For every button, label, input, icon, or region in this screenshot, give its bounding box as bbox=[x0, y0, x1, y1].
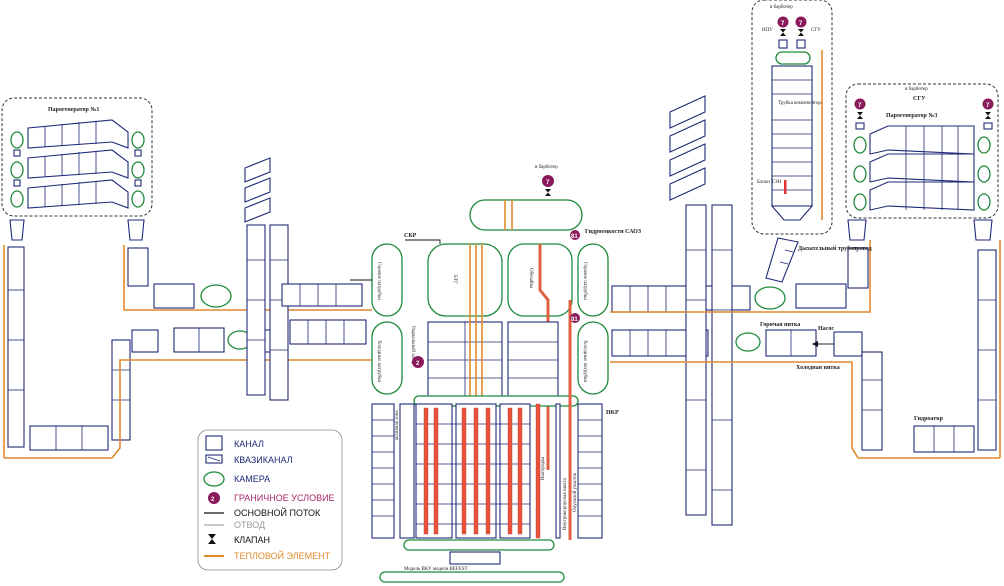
svg-text:7: 7 bbox=[799, 21, 803, 27]
legend-branch: ОТВОД bbox=[234, 520, 265, 530]
svg-text:Горячие патрубки: Горячие патрубки bbox=[582, 262, 587, 300]
pressurizer: в барботер ИПУ СГУ 7 7 Трубка компенсато… bbox=[751, 0, 872, 283]
svg-text:БТГ: БТГ bbox=[452, 275, 457, 284]
svg-text:Горячие патрубки: Горячие патрубки bbox=[376, 262, 381, 300]
to-bubbler-center-label: в барботер bbox=[535, 165, 558, 170]
boundary-sg3-left-icon bbox=[854, 98, 866, 110]
svg-text:в барботер: в барботер bbox=[770, 5, 793, 10]
svg-text:7: 7 bbox=[781, 21, 785, 27]
legend: КАНАЛ КВАЗИКАНАЛ КАМЕРА 2 ГРАНИЧНОЕ УСЛО… bbox=[197, 429, 343, 571]
svg-text:2: 2 bbox=[416, 361, 420, 367]
svg-text:Обечайка: Обечайка bbox=[528, 268, 533, 289]
steam-generator-1: Парогенератор №1 bbox=[1, 97, 153, 217]
svg-text:Внутрикорпусная шахта: Внутрикорпусная шахта bbox=[563, 477, 568, 530]
cold-nozzles-left-chamber bbox=[371, 321, 403, 395]
svg-text:Блоки ТЭН: Блоки ТЭН bbox=[757, 180, 782, 185]
channel-icon bbox=[205, 435, 223, 451]
chamber-icon bbox=[203, 471, 225, 487]
boundary-ipu-icon bbox=[777, 16, 789, 28]
svg-text:Гидроаткр: Гидроаткр bbox=[914, 416, 944, 422]
svg-text:7: 7 bbox=[858, 103, 862, 109]
loop-1-vertical-pipes bbox=[244, 157, 367, 401]
valve-icon bbox=[208, 534, 216, 544]
svg-text:Горячая нитка: Горячая нитка bbox=[760, 322, 800, 328]
svg-text:Опускной участок: Опускной участок bbox=[573, 472, 578, 512]
core-fuel-assemblies bbox=[415, 403, 541, 539]
reactor-vessel: в барботер 7 Горячие патрубки Холодные п… bbox=[350, 165, 641, 583]
sg1-tube-row-3 bbox=[10, 179, 145, 209]
svg-text:Холодные патрубки: Холодные патрубки bbox=[582, 340, 587, 382]
svg-text:Трубка компенсатора: Трубка компенсатора bbox=[778, 101, 824, 106]
svg-text:в барботер: в барботер bbox=[905, 87, 928, 92]
boundary-radial-icon bbox=[412, 356, 424, 368]
legend-boundary: ГРАНИЧНОЕ УСЛОВИЕ bbox=[234, 493, 335, 503]
downcomer-right-channel bbox=[577, 403, 603, 539]
heater-element bbox=[784, 180, 787, 194]
svg-text:НКР: НКР bbox=[606, 410, 619, 416]
loop-2-piping: Горячая нитка Насос Холодная нитка Гидро… bbox=[610, 95, 1001, 526]
svg-text:81: 81 bbox=[571, 317, 578, 323]
boundary-sg3-right-icon bbox=[982, 98, 994, 110]
svg-text:7: 7 bbox=[546, 180, 550, 186]
svg-text:2: 2 bbox=[211, 497, 215, 503]
legend-main-flow: ОСНОВНОЙ ПОТОК bbox=[234, 507, 321, 518]
pressurizer-vessel bbox=[771, 65, 813, 207]
upper-head-chamber bbox=[469, 199, 583, 231]
svg-text:Насос: Насос bbox=[818, 326, 834, 332]
svg-text:Дыхательный трубопровод: Дыхательный трубопровод bbox=[798, 245, 872, 252]
boundary-icon bbox=[208, 492, 220, 504]
sg1-quasichannel bbox=[13, 149, 21, 157]
boundary-center-icon bbox=[542, 175, 554, 187]
hot-nozzles-right-chamber bbox=[577, 243, 609, 317]
sg1-tube-row-2 bbox=[10, 149, 145, 179]
svg-text:СГУ: СГУ bbox=[913, 96, 926, 102]
boundary-sgu-icon bbox=[795, 16, 807, 28]
svg-text:Гидроемкости САОЗ: Гидроемкости САОЗ bbox=[585, 229, 641, 235]
btg-chamber bbox=[427, 243, 503, 317]
legend-channel: КАНАЛ bbox=[234, 439, 264, 449]
breathing-pipe bbox=[765, 237, 799, 283]
svg-text:7: 7 bbox=[986, 103, 990, 109]
legend-heat-element: ТЕПЛОВОЙ ЭЛЕМЕНТ bbox=[234, 550, 331, 561]
svg-text:активная зона: активная зона bbox=[395, 410, 400, 440]
sg1-outlet-collector bbox=[9, 219, 25, 241]
legend-chamber: КАМЕРА bbox=[234, 474, 270, 484]
valve-sgu-icon bbox=[798, 29, 804, 36]
boundary-hydro-top-icon bbox=[570, 230, 580, 240]
svg-text:Радиальный зазор: Радиальный зазор bbox=[410, 326, 415, 365]
downcomer-left-channel bbox=[371, 403, 395, 539]
svg-text:ИПУ: ИПУ bbox=[762, 28, 773, 33]
valve-ipu-icon bbox=[780, 29, 786, 36]
svg-text:Холодные патрубки: Холодные патрубки bbox=[376, 340, 381, 382]
pressurizer-boundary bbox=[751, 0, 833, 235]
loop-1-piping bbox=[3, 219, 372, 459]
svg-text:Холодная нитка: Холодная нитка bbox=[796, 365, 840, 371]
model-title: Модель ВКУ модели BEFEST bbox=[404, 567, 468, 572]
boundary-hydro-bottom-icon bbox=[570, 313, 580, 323]
svg-text:81: 81 bbox=[571, 234, 578, 240]
svg-text:Выгородка: Выгородка bbox=[541, 456, 546, 480]
cold-nozzles-right-chamber bbox=[577, 321, 609, 395]
sg1-tube-row-1 bbox=[10, 119, 145, 149]
svg-text:Парогенератор №3: Парогенератор №3 bbox=[886, 113, 937, 119]
valve-center-icon bbox=[545, 189, 551, 196]
svg-text:СГУ: СГУ bbox=[811, 28, 821, 33]
svg-text:СКР: СКР bbox=[404, 233, 417, 239]
legend-box bbox=[197, 429, 343, 571]
sg1-boundary bbox=[1, 97, 153, 217]
sg1-label: Парогенератор №1 bbox=[48, 107, 99, 113]
legend-quasichannel: КВАЗИКАНАЛ bbox=[234, 455, 293, 465]
steam-generator-3: в барботер СГУ Парогенератор №3 7 7 bbox=[845, 83, 999, 219]
legend-valve: КЛАПАН bbox=[234, 535, 270, 545]
